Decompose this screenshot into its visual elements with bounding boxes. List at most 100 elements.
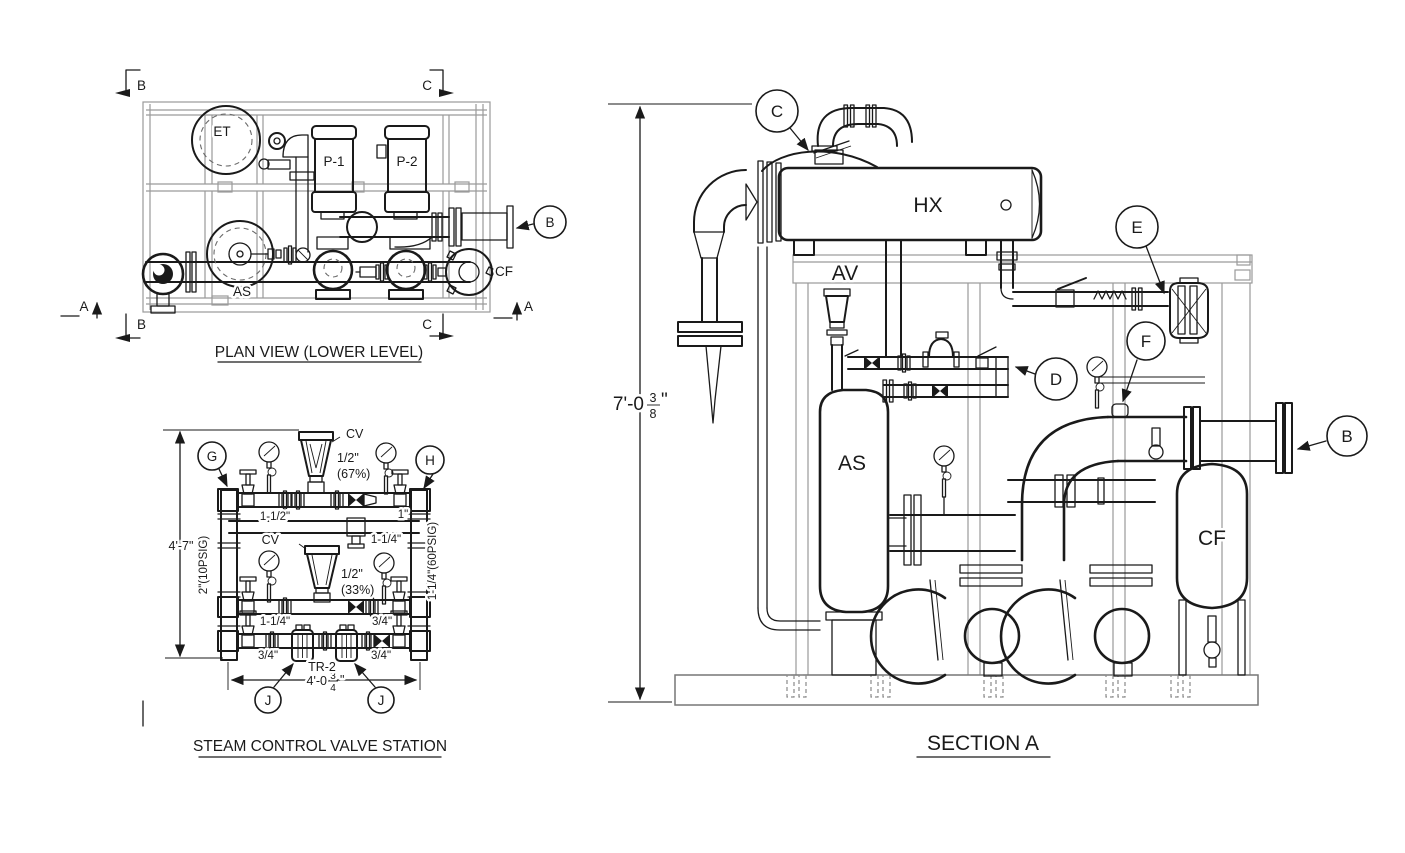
plan-expansion-tank xyxy=(191,105,261,175)
vs-steam-trap-right xyxy=(335,624,358,662)
svg-text:J: J xyxy=(378,693,385,708)
vs-gauge-top-right xyxy=(375,442,397,495)
marker-b-bottom-left: B xyxy=(115,313,146,342)
sa-suction-pipe xyxy=(889,494,1016,566)
plan-triple-duty-valve-1 xyxy=(312,249,354,300)
sa-callout-f: F xyxy=(1121,321,1166,403)
label-cf-plan: CF xyxy=(495,264,513,279)
sa-dim-height: 7'-0 3 8 " xyxy=(608,103,752,703)
vs-callout-g: G xyxy=(197,441,228,488)
plan-chemical-feeder xyxy=(445,248,496,296)
plan-interconnect-fittings xyxy=(355,262,447,282)
svg-text:PLAN VIEW (LOWER LEVEL): PLAN VIEW (LOWER LEVEL) xyxy=(215,344,423,361)
svg-text:STEAM CONTROL VALVE STATION: STEAM CONTROL VALVE STATION xyxy=(193,738,447,755)
svg-text:B: B xyxy=(137,317,146,332)
vs-riser-left-label: 2"(10PSIG) xyxy=(198,536,210,595)
sa-frame xyxy=(674,254,1259,706)
svg-text:C: C xyxy=(422,317,432,332)
vs-trap-tag: TR-2 xyxy=(308,660,336,674)
sa-heat-exchanger xyxy=(761,140,1043,256)
label-p2: P-2 xyxy=(396,154,417,169)
plan-pump-2 xyxy=(376,125,431,250)
sa-prv-manifold xyxy=(847,331,1009,403)
plan-fittings-row xyxy=(283,245,311,265)
svg-text:B: B xyxy=(1341,427,1352,446)
vs-cv-bottom-size: 1/2" xyxy=(341,567,363,581)
vs-dim-height: 4'-7" xyxy=(163,429,299,659)
plan-triple-duty-valve-2 xyxy=(385,249,427,300)
vs-bypass xyxy=(228,517,420,549)
plan-air-separator xyxy=(206,220,282,288)
plan-inlet-piping xyxy=(258,132,315,253)
sa-gauge-supply xyxy=(1086,356,1108,409)
sa-callout-d: D xyxy=(1014,357,1078,401)
valve-station-title: STEAM CONTROL VALVE STATION xyxy=(193,738,447,758)
sa-callout-b: B xyxy=(1296,415,1368,457)
vs-cv-bottom-tag: CV xyxy=(262,533,280,547)
plan-view: B xyxy=(60,69,567,363)
sa-main-pipe xyxy=(1020,376,1293,562)
svg-text:8: 8 xyxy=(650,407,657,421)
svg-text:F: F xyxy=(1141,332,1151,351)
svg-text:": " xyxy=(340,673,344,687)
vs-gauge-mid-left xyxy=(258,550,280,603)
vs-cv-top-capacity: (67%) xyxy=(337,467,370,481)
svg-text:B: B xyxy=(137,78,146,93)
vs-control-valve-top xyxy=(298,431,341,494)
vs-trap-row xyxy=(217,610,431,662)
svg-text:4: 4 xyxy=(330,683,336,694)
marker-b-top-left: B xyxy=(115,69,146,97)
sa-strainer-line xyxy=(996,239,1209,344)
plan-suction-header xyxy=(145,251,471,293)
sa-chemical-feeder xyxy=(1175,462,1249,676)
svg-text:4'-7": 4'-7" xyxy=(169,539,194,553)
marker-a-left: A xyxy=(60,299,103,319)
vs-size-bottom-left: 3/4" xyxy=(258,650,278,662)
valve-station: G H J J 4'-7" 4'-0 3 4 " CV 1/2" xyxy=(142,425,447,758)
plan-section-markers: B C B C A A xyxy=(60,69,533,342)
vs-callout-h: H xyxy=(415,445,445,490)
section-a-title: SECTION A xyxy=(916,732,1051,758)
svg-text:A: A xyxy=(79,299,88,314)
svg-text:3: 3 xyxy=(330,671,336,682)
vs-size-mid-left: 1-1/4" xyxy=(260,616,290,628)
vs-dim-width: 4'-0 3 4 " xyxy=(227,662,421,697)
vs-cv-top-size: 1/2" xyxy=(337,451,359,465)
vs-header-mid xyxy=(217,576,431,618)
marker-a-right: A xyxy=(493,299,533,321)
vs-size-top-right: 1" xyxy=(398,509,408,521)
plan-view-title: PLAN VIEW (LOWER LEVEL) xyxy=(215,344,423,363)
vs-size-mid-right: 3/4" xyxy=(372,616,392,628)
svg-text:C: C xyxy=(771,102,783,121)
vs-riser-right-label: 1-1/4"(60PSIG) xyxy=(427,522,439,600)
label-hx: HX xyxy=(913,194,942,217)
sa-pump-1 xyxy=(869,564,1023,685)
vs-gauge-top-left xyxy=(258,441,280,494)
plan-pump-1 xyxy=(311,125,357,250)
vs-callout-j-right: J xyxy=(354,663,395,714)
vs-size-bottom-right: 3/4" xyxy=(371,650,391,662)
vs-cv-bottom-capacity: (33%) xyxy=(341,583,374,597)
sa-callout-e: E xyxy=(1115,205,1165,295)
svg-text:H: H xyxy=(425,453,435,468)
sa-hx-left-piping xyxy=(677,160,821,631)
svg-text:D: D xyxy=(1050,370,1062,389)
svg-text:SECTION A: SECTION A xyxy=(927,732,1039,755)
section-a: 7'-0 3 8 " xyxy=(608,89,1368,758)
vs-size-bypass: 1-1/4" xyxy=(371,534,401,546)
plan-flex-connector xyxy=(448,205,514,249)
sa-gauge-suction xyxy=(933,445,955,498)
svg-text:7'-0: 7'-0 xyxy=(613,394,644,415)
label-av: AV xyxy=(832,262,858,285)
svg-text:": " xyxy=(661,390,668,411)
sa-discharge-header xyxy=(1007,474,1156,508)
label-p1: P-1 xyxy=(323,154,344,169)
marker-c-top-right: C xyxy=(422,69,454,97)
label-cf-section: CF xyxy=(1198,527,1226,550)
sa-air-vent xyxy=(823,288,859,391)
svg-text:C: C xyxy=(422,78,432,93)
svg-text:J: J xyxy=(265,693,272,708)
plan-callout-b: B xyxy=(515,205,567,239)
sa-pump-2 xyxy=(999,564,1153,685)
